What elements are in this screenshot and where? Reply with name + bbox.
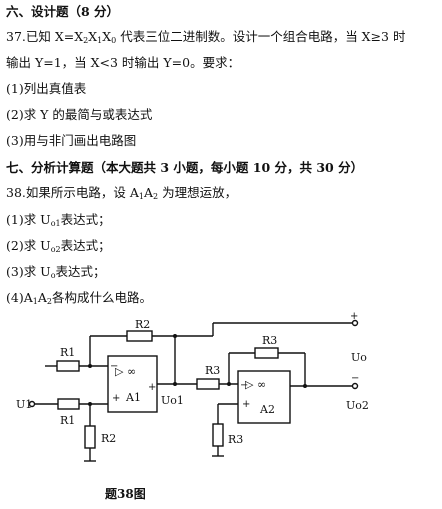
label-terminal-top-plus: + [350, 312, 358, 322]
opamp-a1 [107, 355, 158, 413]
label-uo: Uo [351, 351, 367, 364]
label-u1: U1 [16, 398, 32, 411]
resistor-r2-bottom [84, 425, 96, 449]
label-r1-bottom: R1 [60, 414, 75, 427]
label-r3-top: R3 [262, 334, 277, 347]
label-opamp-a2-symbol: ▷ ∞ [245, 378, 266, 391]
q37-line1: 37.已知 X=X2X1X0 代表三位二进制数。设计一个组合电路，当 X≥3 时 [6, 29, 406, 45]
circuit-diagram: R2 R1 U1 R1 R2 ▷ ∞ − + + A1 Uo1 R3 R3 ▷ … [16, 312, 369, 462]
q38-intro: 38.如果所示电路，设 A1A2 为理想运放， [6, 185, 238, 201]
q37-line2: 输出 Y=1，当 X<3 时输出 Y=0。要求： [6, 55, 241, 70]
label-r1-top: R1 [60, 346, 75, 359]
label-r3-bottom: R3 [228, 433, 243, 446]
label-a1: A1 [125, 391, 141, 404]
junction-dots [88, 334, 307, 406]
label-opamp-a1-symbol: ▷ ∞ [115, 365, 136, 378]
terminals [28, 319, 359, 408]
label-r2-top: R2 [135, 318, 150, 331]
label-a2: A2 [259, 403, 275, 416]
label-a1-plus-in: + [112, 393, 120, 404]
label-uo1: Uo1 [161, 394, 184, 407]
section6-heading: 六、设计题（8 分） [6, 4, 120, 19]
q38-part2: (2)求 Uo2表达式； [6, 238, 111, 254]
q37-req3: (3)用与非门画出电路图 [6, 133, 137, 148]
resistor-r3-top [254, 347, 279, 359]
label-a1-minus: − [110, 361, 118, 372]
label-uo2: Uo2 [346, 399, 369, 412]
q38-part4: (4)A1A2各构成什么电路。 [6, 290, 152, 306]
opamp-a2 [237, 370, 291, 424]
label-terminal-uo2-minus: − [351, 373, 359, 384]
label-a2-plus: + [242, 399, 250, 410]
wires [34, 322, 353, 462]
label-r3-mid: R3 [205, 364, 220, 377]
label-a2-minus: − [240, 380, 248, 391]
q37-req2: (2)求 Y 的最简与或表达式 [6, 107, 153, 122]
label-a1-plus-out: + [148, 382, 156, 393]
resistor-r1-top [56, 360, 80, 372]
resistor-r3-bottom [212, 423, 224, 447]
resistor-r2-top [126, 330, 153, 342]
resistor-r3-mid [196, 378, 220, 390]
resistor-r1-bottom [57, 398, 80, 410]
q38-part1: (1)求 Uo1表达式； [6, 212, 111, 228]
section7-heading: 七、分析计算题（本大题共 3 小题，每小题 10 分，共 30 分） [6, 160, 364, 175]
q37-req1: (1)列出真值表 [6, 81, 87, 96]
label-r2-bottom: R2 [101, 432, 116, 445]
figure-caption: 题38图 [105, 487, 146, 501]
q38-part3: (3)求 Uo表达式； [6, 264, 106, 280]
